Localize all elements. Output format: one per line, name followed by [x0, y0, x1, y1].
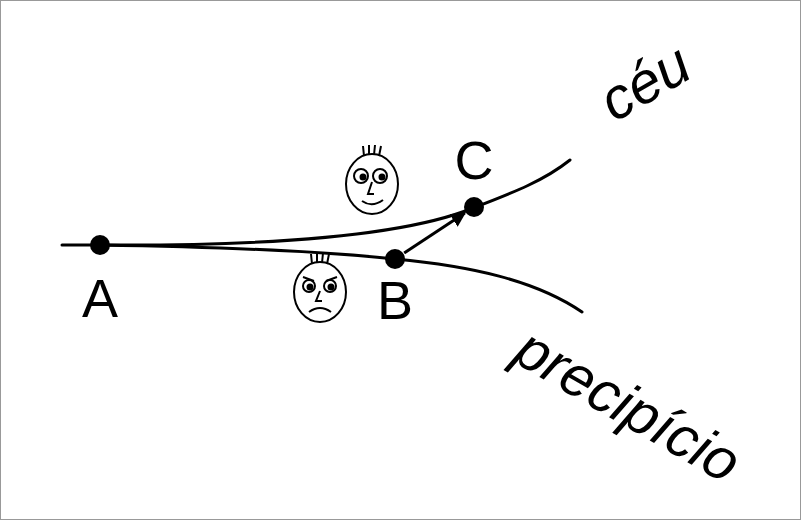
point-label: A: [82, 271, 118, 325]
point-dot: B: [385, 249, 405, 269]
path-name: precipício: [506, 318, 750, 492]
point-dot: A: [90, 235, 110, 255]
point-dot: C: [464, 197, 484, 217]
arrow-connector: [404, 213, 465, 253]
path-name: céu: [590, 34, 700, 131]
point-label: B: [377, 273, 413, 327]
happy-face: [346, 145, 398, 214]
point-label: C: [455, 133, 494, 187]
heaven-path: [100, 160, 570, 245]
sad-face: [294, 253, 346, 322]
